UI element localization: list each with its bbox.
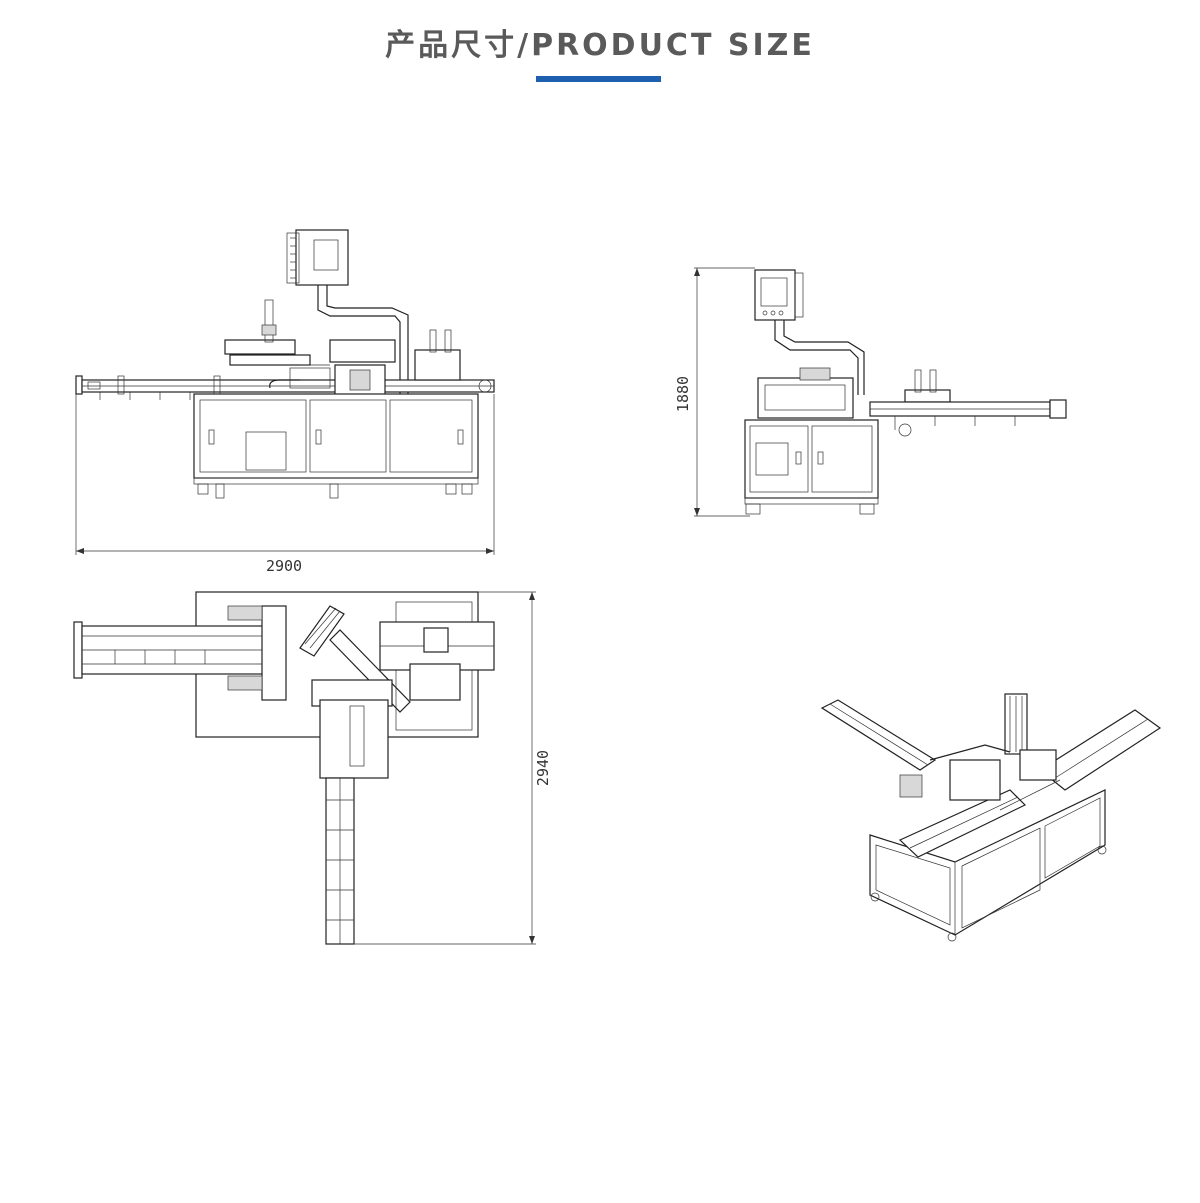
- side-dimension: 1880: [674, 267, 755, 517]
- iso-right-conveyor: [1038, 709, 1162, 791]
- front-view: 2900: [75, 229, 495, 575]
- iso-cabinet: [869, 789, 1107, 942]
- top-bottom-conveyor: [319, 699, 389, 945]
- front-control-box: [286, 229, 409, 395]
- side-mechanisms: [757, 367, 951, 419]
- side-view: 1880: [674, 267, 1067, 517]
- title-underline: [536, 76, 661, 82]
- page-title: 产品尺寸/PRODUCT SIZE: [385, 28, 815, 63]
- iso-front-conveyor: [898, 789, 1027, 858]
- iso-left-conveyor: [820, 699, 937, 771]
- isometric-view: [820, 693, 1162, 942]
- top-dimension: 2940: [354, 591, 552, 945]
- iso-mechanisms: [899, 693, 1061, 811]
- front-dimension: 2900: [75, 394, 495, 575]
- side-cabinet: [744, 419, 879, 515]
- front-conveyor: [75, 375, 495, 400]
- top-view: 2940: [73, 591, 552, 945]
- width-dimension-label: 2900: [266, 557, 302, 575]
- front-mechanisms: [224, 299, 461, 413]
- front-cabinet: [193, 393, 479, 499]
- side-control-box: [754, 269, 865, 395]
- top-left-conveyor: [73, 621, 283, 679]
- side-conveyor: [869, 399, 1067, 437]
- height-dimension-label: 1880: [674, 376, 692, 412]
- top-mechanisms: [227, 605, 461, 713]
- length-dimension-label: 2940: [534, 750, 552, 786]
